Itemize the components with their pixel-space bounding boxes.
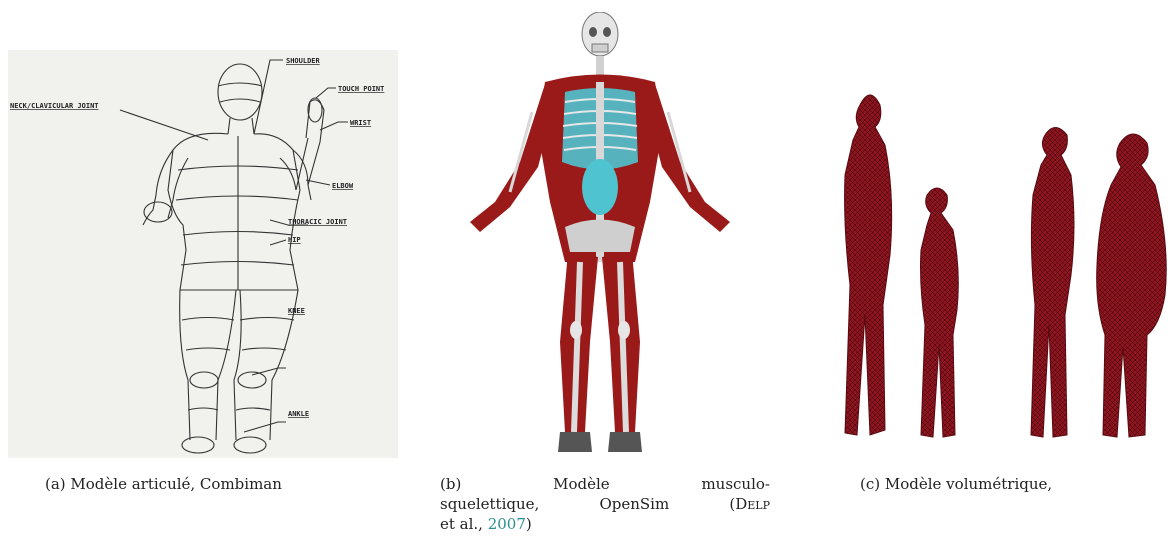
volumetric-figure: [815, 85, 1170, 450]
caption-b-l2w1: squelettique,: [440, 494, 539, 514]
label-touch-point: TOUCH POINT: [338, 85, 384, 93]
caption-b-l2w3: (Delp: [729, 494, 770, 514]
caption-b-word2: musculo-: [701, 474, 770, 494]
label-shoulder: SHOULDER: [286, 57, 321, 65]
label-knee: KNEE: [288, 307, 305, 315]
caption-b-l3-end: ): [526, 515, 532, 533]
label-hip: HIP: [288, 236, 301, 244]
caption-b-l2w2: OpenSim: [599, 494, 669, 514]
caption-b-prefix: (b): [440, 474, 461, 494]
label-wrist: WRIST: [350, 119, 371, 127]
label-ankle: ANKLE: [288, 410, 309, 418]
caption-b-l3-text: et al.,: [440, 515, 488, 533]
caption-b-word1: Modèle: [553, 474, 610, 494]
citation-year-link[interactable]: 2007: [488, 515, 526, 533]
label-thoracic: THORACIC JOINT: [288, 218, 347, 226]
combiman-figure: SHOULDER TOUCH POINT NECK/CLAVICULAR JOI…: [8, 50, 398, 458]
caption-b: (b) Modèle musculo- squelettique, OpenSi…: [440, 474, 770, 534]
caption-c: (c) Modèle volumétrique,: [860, 474, 1150, 494]
label-elbow: ELBOW: [332, 182, 354, 190]
opensim-figure: [440, 12, 770, 457]
caption-a: (a) Modèle articulé, Combiman: [45, 474, 375, 494]
label-neck: NECK/CLAVICULAR JOINT: [10, 102, 99, 110]
